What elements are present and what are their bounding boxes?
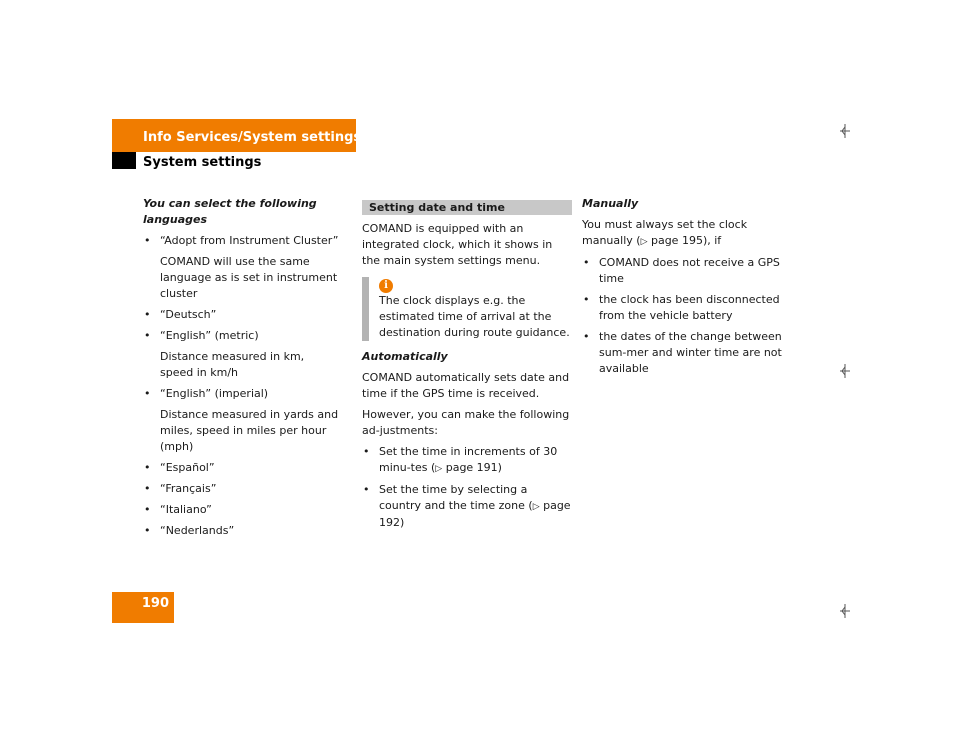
- manual-conditions-list: • COMAND does not receive a GPS time • the …: [582, 255, 797, 377]
- manual-condition: the dates of the change between sum-mer …: [599, 330, 782, 375]
- bullet-icon: •: [363, 483, 370, 496]
- list-item: • “Nederlands”: [143, 523, 353, 539]
- crop-mark-icon: [840, 604, 850, 618]
- adjust-option: Set the time in increments of 30 minu-te…: [379, 444, 572, 477]
- list-item: • “Español”: [143, 460, 353, 476]
- manually-subhead: Manually: [582, 197, 639, 210]
- list-item: • “Deutsch”: [143, 307, 353, 323]
- page-ref-arrow-icon: ▷: [435, 464, 443, 474]
- manual-text-before: You must always set the clock manually (: [582, 218, 748, 247]
- language-option: “Adopt from Instrument Cluster”: [160, 234, 339, 247]
- bullet-icon: •: [363, 445, 370, 458]
- middle-column: Setting date and time COMAND is equipped…: [362, 196, 572, 536]
- page-number: 190: [112, 592, 174, 623]
- manual-condition: the clock has been disconnected from the…: [599, 293, 780, 322]
- manual-condition: COMAND does not receive a GPS time: [599, 256, 780, 285]
- page-ref-arrow-icon: ▷: [640, 237, 648, 247]
- header-tab: [112, 119, 356, 152]
- adjust-text-before: Set the time by selecting a country and …: [379, 483, 533, 512]
- auto-text: COMAND automatically sets date and time …: [362, 371, 570, 400]
- list-item: • “Italiano”: [143, 502, 353, 518]
- languages-subhead: You can select the following languages: [143, 197, 317, 226]
- language-list: • “Adopt from Instrument Cluster” COMAND w…: [143, 233, 353, 539]
- list-item: • “English” (imperial) Distance measured i…: [143, 386, 353, 455]
- page-ref-arrow-icon: ▷: [532, 502, 540, 512]
- list-item: • Set the time by selecting a country and…: [362, 482, 572, 531]
- left-column: You can select the following languages •…: [143, 196, 353, 544]
- bullet-icon: •: [144, 503, 151, 516]
- bullet-icon: •: [144, 329, 151, 342]
- language-note: Distance measured in km, speed in km/h: [160, 350, 305, 379]
- right-column: Manually You must always set the clock m…: [582, 196, 797, 382]
- adjust-text-before: Set the time in increments of 30 minu-te…: [379, 445, 558, 474]
- bullet-icon: •: [144, 524, 151, 537]
- adjust-text: However, you can make the following ad-j…: [362, 408, 570, 437]
- language-option: “Deutsch”: [160, 308, 217, 321]
- section-title: Info Services/System settings: [143, 130, 362, 145]
- language-option: “Nederlands”: [160, 524, 235, 537]
- bullet-icon: •: [144, 308, 151, 321]
- info-bar: [362, 277, 369, 341]
- adjust-text-after: page 192): [379, 499, 571, 529]
- manual-text-after: page 195), if: [647, 234, 722, 247]
- list-item: • COMAND does not receive a GPS time: [582, 255, 797, 287]
- list-item: • the dates of the change between sum-mer…: [582, 329, 797, 377]
- bullet-icon: •: [144, 461, 151, 474]
- bullet-icon: •: [583, 330, 590, 343]
- info-note-text: The clock displays e.g. the estimated ti…: [379, 294, 570, 339]
- language-option: “English” (imperial): [160, 387, 269, 400]
- page-subtitle: System settings: [143, 155, 262, 170]
- intro-text: COMAND is equipped with an integrated cl…: [362, 222, 553, 267]
- list-item: • Set the time in increments of 30 minu-t…: [362, 444, 572, 477]
- crop-mark-icon: [840, 124, 850, 138]
- adjust-list: • Set the time in increments of 30 minu-t…: [362, 444, 572, 531]
- list-item: • “English” (metric) Distance measured in …: [143, 328, 353, 381]
- section-heading: Setting date and time: [362, 200, 572, 215]
- manual-text: You must always set the clock manually (…: [582, 217, 797, 250]
- bullet-icon: •: [583, 256, 590, 269]
- bullet-icon: •: [144, 482, 151, 495]
- bullet-icon: •: [583, 293, 590, 306]
- bullet-icon: •: [144, 234, 151, 247]
- info-note-box: i The clock displays e.g. the estimated …: [362, 277, 572, 341]
- language-option: “Français”: [160, 482, 217, 495]
- language-option: “Italiano”: [160, 503, 212, 516]
- language-option: “English” (metric): [160, 329, 259, 342]
- list-item: • the clock has been disconnected from th…: [582, 292, 797, 324]
- info-icon: i: [379, 279, 393, 293]
- bullet-icon: •: [144, 387, 151, 400]
- list-item: • “Adopt from Instrument Cluster” COMAND w…: [143, 233, 353, 302]
- list-item: • “Français”: [143, 481, 353, 497]
- language-note: Distance measured in yards and miles, sp…: [160, 408, 339, 453]
- language-option: “Español”: [160, 461, 215, 474]
- adjust-text-after: page 191): [442, 461, 502, 474]
- header-marker: [112, 152, 136, 169]
- language-note: COMAND will use the same language as is …: [160, 255, 338, 300]
- automatically-subhead: Automatically: [362, 350, 448, 363]
- adjust-option: Set the time by selecting a country and …: [379, 482, 572, 531]
- crop-mark-icon: [840, 364, 850, 378]
